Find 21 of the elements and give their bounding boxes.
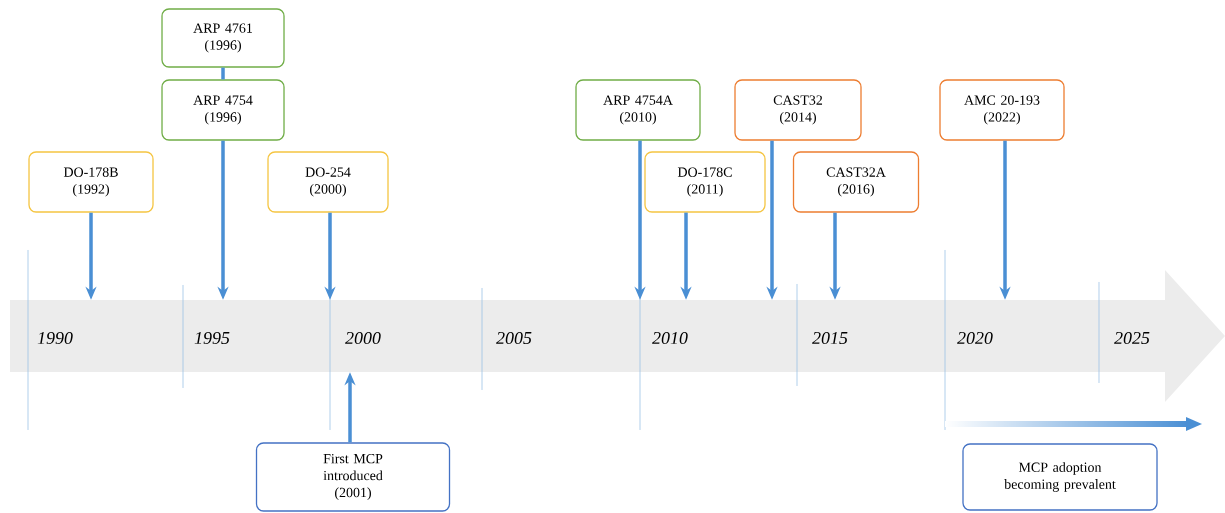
milestone-box: ARP 4754 (1996) bbox=[161, 79, 285, 141]
milestone-box: CAST32A (2016) bbox=[792, 151, 920, 213]
year-label: 2010 bbox=[652, 331, 688, 345]
year-label: 2000 bbox=[345, 331, 381, 345]
milestone-box: CAST32 (2014) bbox=[734, 79, 862, 141]
milestone-box: DO-254 (2000) bbox=[267, 151, 389, 213]
year-label: 1995 bbox=[194, 331, 230, 344]
milestone-box: MCP adoption becoming prevalent bbox=[962, 443, 1158, 511]
milestone-box: DO-178B (1992) bbox=[28, 151, 154, 213]
year-label: 2015 bbox=[812, 331, 848, 345]
milestone-box: AMC 20-193 (2022) bbox=[939, 79, 1065, 141]
timeline-band bbox=[10, 270, 1225, 402]
year-label: 2025 bbox=[1114, 331, 1150, 345]
milestone-box: First MCP introduced (2001) bbox=[255, 442, 451, 512]
year-label: 2020 bbox=[957, 331, 993, 345]
milestone-box: DO-178C (2011) bbox=[644, 151, 766, 213]
year-label: 2005 bbox=[496, 331, 532, 345]
milestone-box: ARP 4761 (1996) bbox=[161, 8, 285, 68]
year-label: 1990 bbox=[37, 331, 73, 345]
milestone-box: ARP 4754A (2010) bbox=[575, 79, 701, 141]
connector-line bbox=[221, 67, 225, 80]
